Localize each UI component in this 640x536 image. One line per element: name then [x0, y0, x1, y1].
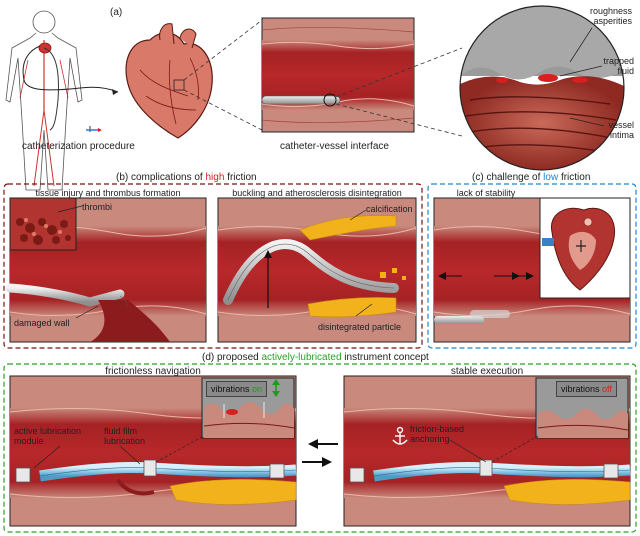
zoom-line-bottom: [183, 89, 263, 131]
frame-c: [427, 183, 637, 349]
state-switch-arrows: [302, 439, 338, 467]
vibrations-on-badge: vibrations on: [206, 381, 268, 397]
pointer-to-heart: [22, 45, 119, 93]
panel-d-caption: (d) proposed actively-lubricated instrum…: [202, 352, 429, 363]
zoom-line-c1: [335, 47, 463, 98]
panel-c-caption-prefix: (c) challenge of: [472, 172, 544, 183]
vessel-section-d-left: [9, 375, 297, 527]
caption-catheterization: catheterization procedure: [22, 141, 135, 152]
panel-d-caption-suffix: instrument concept: [341, 352, 429, 363]
panel-d-caption-highlight: actively-lubricated: [261, 352, 342, 363]
magnified-interface-circle: [459, 5, 625, 171]
vessel-section-a: [261, 17, 415, 133]
vibrations-on-state: on: [252, 384, 263, 394]
panel-c-caption-highlight: low: [543, 172, 559, 183]
caption-interface: catheter-vessel interface: [280, 141, 389, 152]
panel-b-caption-suffix: friction: [224, 172, 257, 183]
vessel-section-d-right: [343, 375, 631, 527]
panel-d-caption-prefix: (d) proposed: [202, 352, 262, 363]
label-calcification: calcification: [366, 204, 413, 214]
callout-trapped-fluid: trapped fluid: [603, 56, 634, 76]
panel-a-label: (a): [110, 7, 123, 18]
panel-b-caption-prefix: (b) complications of: [116, 172, 206, 183]
vibration-arrow-icon: [272, 379, 280, 397]
vessel-section-c: [433, 197, 631, 343]
zoom-box: [173, 79, 185, 91]
heart-illustration: [125, 23, 213, 139]
vessel-section-b-right: [217, 197, 417, 343]
frame-b: [3, 183, 423, 349]
vibrations-off-prefix: vibrations: [561, 384, 603, 394]
label-disintegrated-particle: disintegrated particle: [318, 322, 402, 332]
panel-b-left-title: tissue injury and thrombus formation: [35, 188, 181, 198]
label-damaged-wall: damaged wall: [14, 318, 70, 328]
callout-vessel-intima: vessel intima: [608, 120, 634, 140]
pointer-arrowhead: [112, 89, 118, 95]
vibrations-off-state: off: [602, 384, 612, 394]
insertion-marker: [86, 126, 102, 132]
human-body-illustration: [5, 10, 83, 191]
panel-d-right-title: stable execution: [450, 366, 524, 377]
frame-d: [3, 363, 637, 533]
label-thrombi: thrombi: [82, 202, 113, 212]
catheter-path-body: [43, 47, 59, 131]
vessel-section-b-left: [5, 197, 207, 343]
label-fluid-film-lubrication: fluid film lubrication: [104, 426, 146, 446]
panel-b-caption: (b) complications of high friction: [116, 172, 257, 183]
panel-c-caption: (c) challenge of low friction: [472, 172, 590, 183]
anchor-icon: [392, 426, 408, 445]
panel-b-right-title: buckling and atherosclerosis disintegrat…: [232, 188, 402, 198]
label-friction-anchoring: friction-based anchoring: [410, 424, 465, 444]
zoom-line-c2: [335, 103, 463, 137]
callout-roughness: roughness asperities: [589, 6, 632, 26]
panel-c-caption-suffix: friction: [558, 172, 591, 183]
vibrations-on-prefix: vibrations: [211, 384, 253, 394]
panel-d-left-title: frictionless navigation: [105, 366, 201, 377]
label-active-lubrication-module: active lubrication module: [14, 426, 82, 446]
panel-b-caption-highlight: high: [205, 172, 225, 183]
panel-c-title: lack of stability: [456, 188, 516, 198]
vibrations-off-badge: vibrations off: [556, 381, 617, 397]
zoom-line-top: [183, 19, 263, 81]
